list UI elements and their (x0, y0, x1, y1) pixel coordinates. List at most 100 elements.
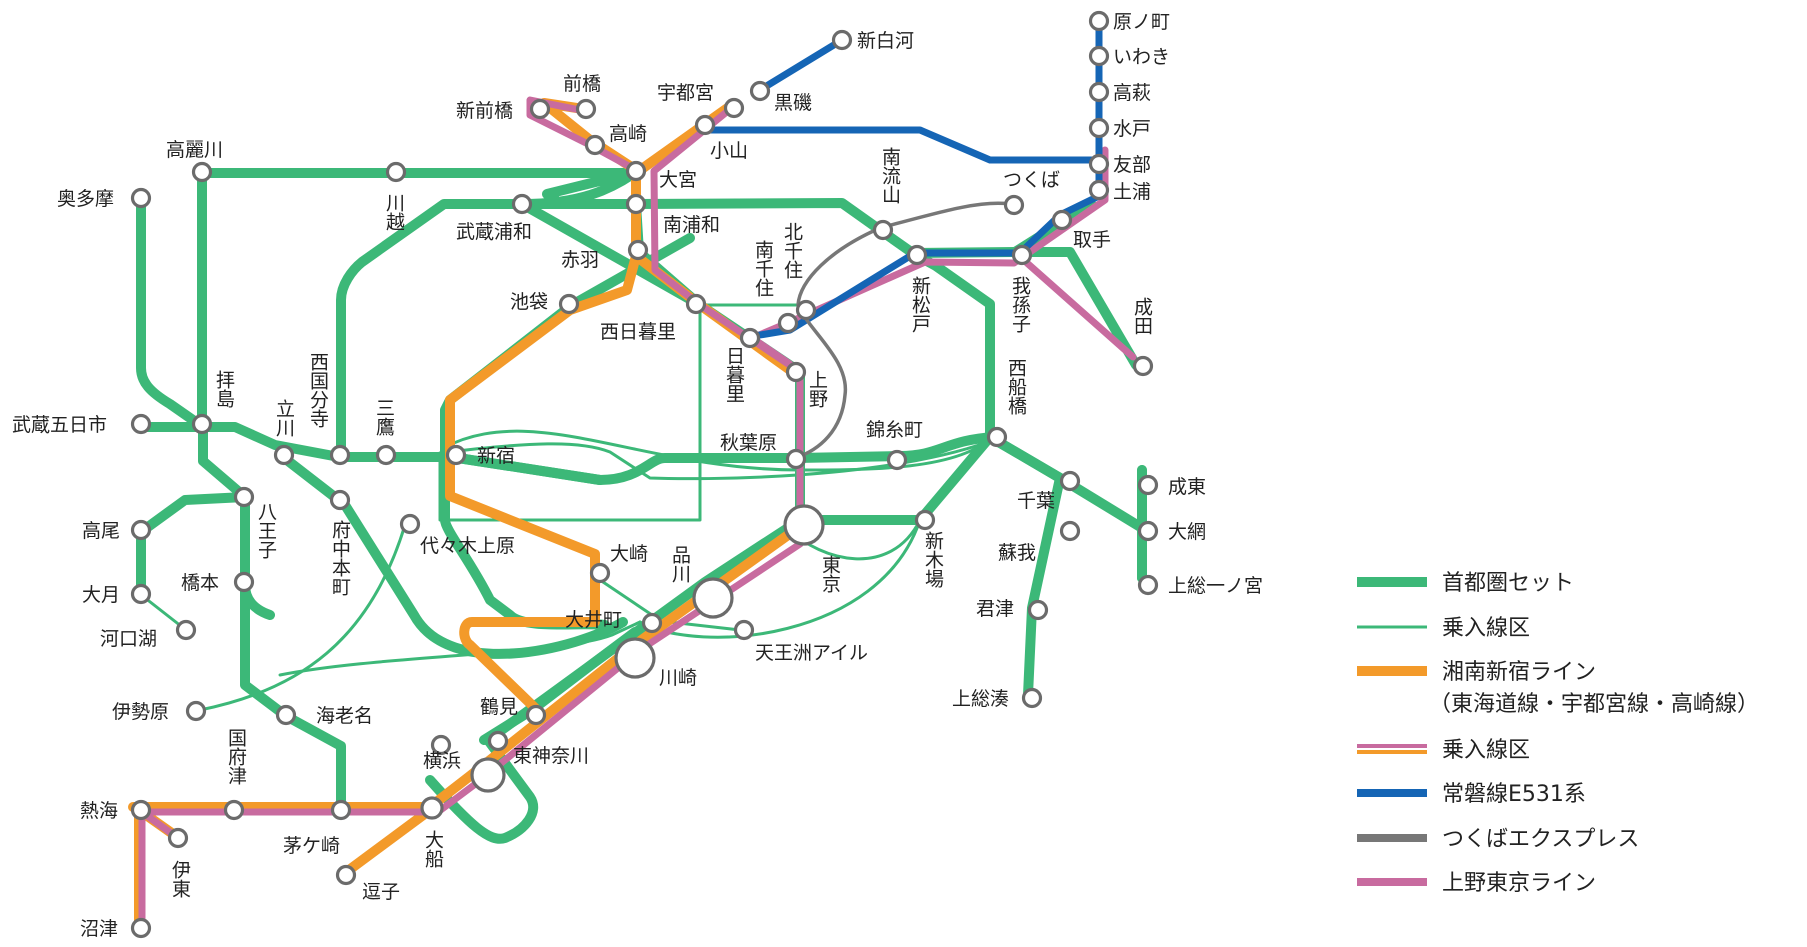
station-marker[interactable] (914, 509, 936, 531)
station-marker[interactable] (739, 327, 761, 349)
station-marker[interactable] (783, 504, 825, 546)
station-marker[interactable] (487, 730, 509, 752)
station-marker[interactable] (1088, 81, 1110, 103)
station-marker[interactable] (399, 513, 421, 535)
station-marker[interactable] (1088, 10, 1110, 32)
legend-label-thin-green: 乗入線区 (1442, 616, 1530, 641)
station-marker[interactable] (273, 444, 295, 466)
station-marker[interactable] (641, 612, 663, 634)
station-marker[interactable] (1027, 599, 1049, 621)
station-marker[interactable] (130, 583, 152, 605)
label-kinshicho: 錦糸町 (866, 419, 923, 441)
station-marker[interactable] (558, 293, 580, 315)
station-marker[interactable] (785, 448, 807, 470)
station-marker[interactable] (614, 637, 656, 679)
station-marker[interactable] (385, 161, 407, 183)
station-marker[interactable] (584, 134, 606, 156)
station-marker[interactable] (627, 239, 649, 261)
label-maebashi: 前橋 (563, 73, 601, 95)
station-marker[interactable] (777, 312, 799, 334)
station-marker[interactable] (685, 293, 707, 315)
station-marker[interactable] (375, 444, 397, 466)
station-marker[interactable] (430, 734, 452, 756)
station-marker[interactable] (1137, 574, 1159, 596)
legend-label-ueno-tokyo-line: 上野東京ライン (1442, 871, 1596, 896)
station-marker[interactable] (1088, 117, 1110, 139)
station-marker[interactable] (529, 98, 551, 120)
station-marker[interactable] (470, 757, 506, 793)
station-marker[interactable] (795, 299, 817, 321)
label-minaminagareyama: 南流山 (879, 147, 901, 204)
label-iwaki: いわき (1113, 46, 1170, 68)
station-marker[interactable] (1021, 687, 1043, 709)
station-marker[interactable] (130, 799, 152, 821)
label-shinagawa: 品川 (669, 545, 691, 583)
station-marker[interactable] (130, 187, 152, 209)
label-numazu: 沼津 (80, 918, 118, 940)
station-marker[interactable] (749, 80, 771, 102)
station-marker[interactable] (420, 796, 444, 820)
station-labels: 原ノ町 いわき 高萩 水戸 友部 土浦 取手 新白河 黒磯 宇都宮 小山 前橋 … (12, 11, 1263, 940)
station-marker[interactable] (1088, 179, 1110, 201)
station-marker[interactable] (223, 799, 245, 821)
label-zushi: 逗子 (362, 881, 400, 903)
station-marker[interactable] (335, 864, 357, 886)
station-marker[interactable] (191, 161, 213, 183)
label-tsukuba: つくば (1003, 169, 1060, 191)
label-ofuna: 大船 (422, 830, 444, 868)
label-minamiurawa: 南浦和 (663, 214, 720, 236)
station-marker[interactable] (1003, 194, 1025, 216)
station-marker[interactable] (191, 413, 213, 435)
station-marker[interactable] (872, 219, 894, 241)
thick-green-lines (131, 167, 1147, 844)
station-marker[interactable] (1051, 209, 1073, 231)
label-mito: 水戸 (1113, 118, 1151, 140)
station-marker[interactable] (1137, 474, 1159, 496)
station-marker[interactable] (511, 193, 533, 215)
station-marker[interactable] (831, 29, 853, 51)
station-marker[interactable] (329, 489, 351, 511)
station-marker[interactable] (167, 827, 189, 849)
station-marker[interactable] (1088, 45, 1110, 67)
legend-label-tsukuba-express: つくばエクスプレス (1442, 827, 1639, 852)
station-marker[interactable] (233, 571, 255, 593)
station-marker[interactable] (130, 917, 152, 939)
station-marker[interactable] (329, 444, 351, 466)
station-marker[interactable] (625, 193, 647, 215)
station-marker[interactable] (130, 413, 152, 435)
station-marker[interactable] (525, 704, 547, 726)
label-hashimoto: 橋本 (181, 572, 219, 594)
station-marker[interactable] (625, 160, 647, 182)
station-marker[interactable] (1059, 520, 1081, 542)
station-marker[interactable] (130, 519, 152, 541)
station-marker[interactable] (906, 244, 928, 266)
legend: 首都圏セット 乗入線区 湘南新宿ライン （東海道線・宇都宮線・高崎線） 乗入線区… (1357, 571, 1759, 896)
station-marker[interactable] (733, 619, 755, 641)
station-marker[interactable] (1088, 153, 1110, 175)
station-labels-vertical: 川越 拝島 立川 西国分寺 三鷹 八王子 府中本町 品川 国府津 大船 伊東 東… (169, 147, 1153, 898)
station-marker[interactable] (785, 361, 807, 383)
legend-sub-shonan-shinjuku: （東海道線・宇都宮線・高崎線） (1429, 692, 1759, 717)
label-oami: 大網 (1168, 521, 1206, 543)
station-marker[interactable] (275, 704, 297, 726)
station-marker[interactable] (575, 98, 597, 120)
station-marker[interactable] (886, 449, 908, 471)
station-marker[interactable] (589, 562, 611, 584)
label-oimachi: 大井町 (565, 609, 622, 631)
station-marker[interactable] (1137, 520, 1159, 542)
station-marker[interactable] (986, 426, 1008, 448)
station-marker[interactable] (330, 799, 352, 821)
station-marker[interactable] (233, 486, 255, 508)
label-ikebukuro: 池袋 (510, 291, 548, 313)
station-marker[interactable] (175, 619, 197, 641)
station-marker[interactable] (1132, 355, 1154, 377)
station-marker[interactable] (1059, 470, 1081, 492)
station-marker[interactable] (445, 444, 467, 466)
station-marker[interactable] (1011, 244, 1033, 266)
station-marker[interactable] (185, 700, 207, 722)
legend-label-shonan-shinjuku: 湘南新宿ライン (1442, 660, 1596, 685)
station-marker[interactable] (723, 97, 745, 119)
station-marker[interactable] (692, 577, 734, 619)
label-atami: 熱海 (80, 800, 118, 822)
station-marker[interactable] (694, 114, 716, 136)
